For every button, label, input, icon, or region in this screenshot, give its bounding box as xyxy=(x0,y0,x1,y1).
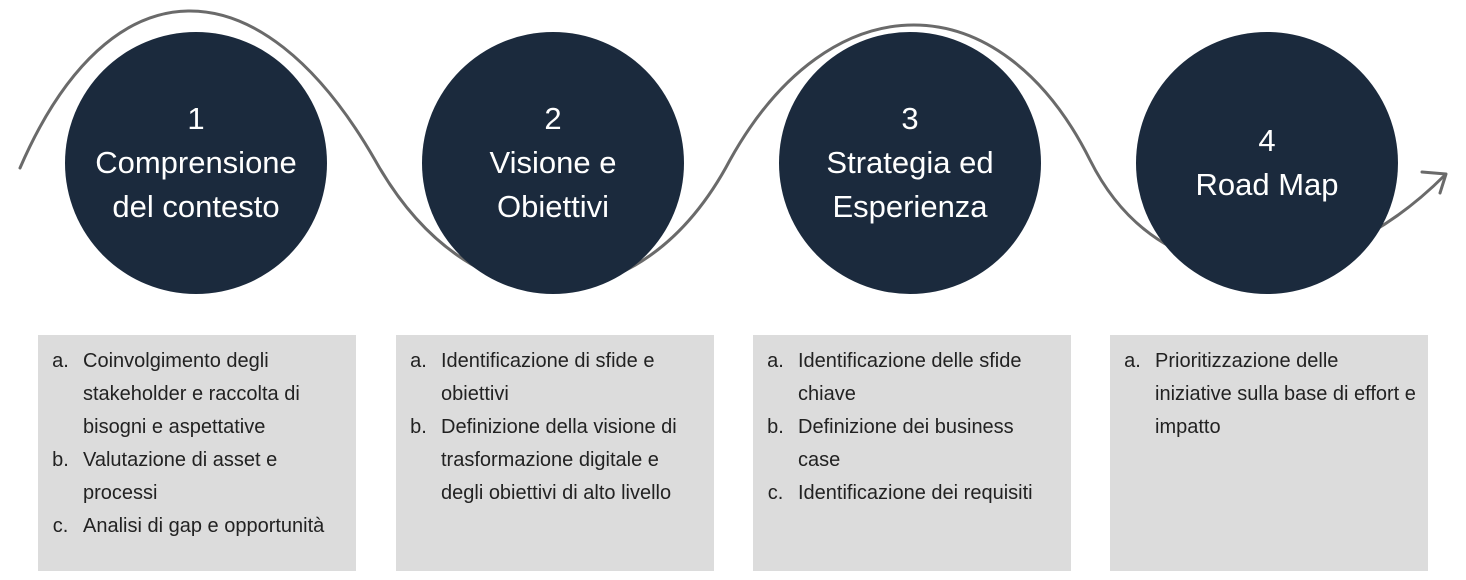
list-marker: a. xyxy=(410,350,427,372)
step-items-list: a. Prioritizzazione delle iniziative sul… xyxy=(1110,345,1418,444)
list-item: c. Analisi di gap e opportunità xyxy=(38,510,346,543)
list-marker: b. xyxy=(410,416,427,438)
step-title-line: del contesto xyxy=(112,189,280,224)
list-item: c. Identificazione dei requisiti xyxy=(753,477,1061,510)
list-marker: a. xyxy=(52,350,69,372)
step-title-line: Road Map xyxy=(1195,167,1339,202)
step-items-list: a. Identificazione di sfide e obiettivi … xyxy=(396,345,704,510)
list-marker: a. xyxy=(1124,350,1141,372)
list-item: b. Valutazione di asset e processi xyxy=(38,444,346,510)
list-item: a. Prioritizzazione delle iniziative sul… xyxy=(1110,345,1418,444)
step-title-line: Esperienza xyxy=(832,189,988,224)
list-item-text: Definizione dei business case xyxy=(798,416,1014,471)
list-item: b. Definizione dei business case xyxy=(753,411,1061,477)
list-item: a. Coinvolgimento degli stakeholder e ra… xyxy=(38,345,346,444)
list-item-text: Analisi di gap e opportunità xyxy=(83,515,325,537)
list-item-text: Coinvolgimento degli stakeholder e racco… xyxy=(83,350,300,438)
list-item-text: Prioritizzazione delle iniziative sulla … xyxy=(1155,350,1416,438)
arrow-head-icon xyxy=(1420,170,1448,195)
list-item: a. Identificazione delle sfide chiave xyxy=(753,345,1061,411)
list-item-text: Identificazione delle sfide chiave xyxy=(798,350,1022,405)
step-items-list: a. Coinvolgimento degli stakeholder e ra… xyxy=(38,345,346,543)
step-title-line: Strategia ed xyxy=(826,145,994,180)
step-number: 4 xyxy=(1258,123,1276,158)
step-number: 3 xyxy=(901,101,919,136)
list-item: b. Definizione della visione di trasform… xyxy=(396,411,704,510)
list-marker: b. xyxy=(767,416,784,438)
list-item-text: Definizione della visione di trasformazi… xyxy=(441,416,677,504)
step-circle-1: 1 Comprensione del contesto xyxy=(65,32,327,294)
list-marker: c. xyxy=(767,482,784,504)
step-title-line: Obiettivi xyxy=(497,189,609,224)
list-marker: c. xyxy=(52,515,69,537)
step-description-box-2: a. Identificazione di sfide e obiettivi … xyxy=(396,335,714,571)
step-description-box-1: a. Coinvolgimento degli stakeholder e ra… xyxy=(38,335,356,571)
step-number: 1 xyxy=(187,101,205,136)
list-item-text: Identificazione dei requisiti xyxy=(798,482,1033,504)
step-items-list: a. Identificazione delle sfide chiave b.… xyxy=(753,345,1061,510)
step-description-box-4: a. Prioritizzazione delle iniziative sul… xyxy=(1110,335,1428,571)
list-item: a. Identificazione di sfide e obiettivi xyxy=(396,345,704,411)
step-circle-4: 4 Road Map xyxy=(1136,32,1398,294)
step-description-box-3: a. Identificazione delle sfide chiave b.… xyxy=(753,335,1071,571)
step-circle-2: 2 Visione e Obiettivi xyxy=(422,32,684,294)
step-title-line: Comprensione xyxy=(95,145,297,180)
step-circle-3: 3 Strategia ed Esperienza xyxy=(779,32,1041,294)
list-marker: b. xyxy=(52,449,69,471)
list-marker: a. xyxy=(767,350,784,372)
list-item-text: Valutazione di asset e processi xyxy=(83,449,278,504)
list-item-text: Identificazione di sfide e obiettivi xyxy=(441,350,655,405)
step-title-line: Visione e xyxy=(489,145,617,180)
step-number: 2 xyxy=(544,101,562,136)
